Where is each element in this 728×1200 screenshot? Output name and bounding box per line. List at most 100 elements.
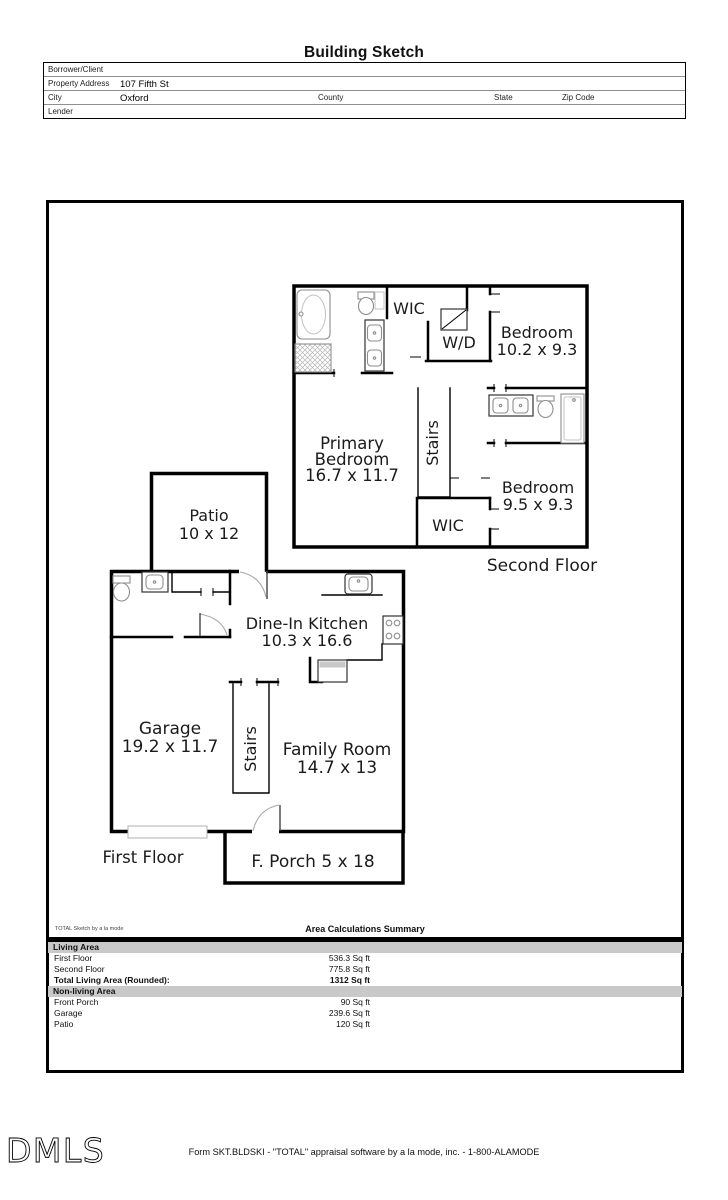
nonliving-area-header: Non-living Area: [48, 985, 682, 997]
burner-icon: [393, 619, 401, 627]
zip-code-label: Zip Code: [562, 93, 595, 102]
patio-door-arc: [239, 571, 267, 598]
row-label: Second Floor: [54, 963, 105, 974]
room-dims-garage: 19.2 x 11.7: [122, 737, 219, 757]
shower-stall-icon: [560, 393, 585, 444]
room-label-primary-2: Bedroom: [315, 450, 390, 469]
form-row-property-address: Property Address 107 Fifth St: [44, 76, 685, 90]
door-ticks-1f: [200, 588, 279, 686]
summary-row: Garage 239.6 Sq ft: [48, 1008, 682, 1019]
second-floor-plan: WIC W/D Bedroom 10.2 x 9.3 Primary Bedro…: [292, 284, 597, 576]
row-label: Garage: [54, 1007, 83, 1018]
first-floor-plan: Patio 10 x 12 Dine-In Kitchen 10.3 x 16.…: [102, 471, 406, 885]
room-label-primary-1: Primary: [320, 434, 384, 453]
property-form-table: Borrower/Client Property Address 107 Fif…: [43, 62, 686, 119]
room-label-bedroom2: Bedroom: [502, 478, 574, 497]
burner-icon: [385, 619, 393, 627]
toilet-bowl-icon: [537, 399, 554, 419]
form-row-city-county-state-zip: City Oxford County State Zip Code: [44, 90, 685, 104]
room-label-stairs-1f: Stairs: [241, 726, 260, 772]
shower-icon: [294, 343, 332, 373]
room-label-wd: W/D: [442, 333, 476, 352]
room-label-garage: Garage: [139, 719, 201, 739]
area-calculations-summary: TOTAL Sketch by a la mode Area Calculati…: [48, 921, 682, 1030]
city-label: City: [48, 93, 62, 102]
total-sketch-watermark: TOTAL Sketch by a la mode: [55, 926, 124, 932]
dmls-logo-text: DMLS: [6, 1131, 105, 1170]
dmls-logo: DMLS: [6, 1131, 105, 1171]
sink-drain-icon: [372, 331, 377, 335]
total-label: Total Living Area (Rounded):: [54, 974, 170, 985]
burner-icon: [385, 632, 393, 640]
porch-door-opening: [252, 826, 279, 837]
summary-title: Area Calculations Summary: [305, 924, 425, 934]
room-label-family: Family Room: [283, 740, 392, 760]
porch-walls: [223, 830, 405, 885]
room-label-kitchen: Dine-In Kitchen: [246, 614, 369, 633]
garage-door-icon: [127, 825, 208, 839]
wic-bottom-walls: [415, 496, 492, 549]
form-row-borrower: Borrower/Client: [44, 63, 685, 76]
first-floor-caption: First Floor: [102, 848, 183, 867]
row-label: First Floor: [54, 952, 93, 963]
room-dims-primary: 16.7 x 11.7: [305, 466, 399, 485]
row-value: 775.8 Sq ft: [328, 963, 370, 974]
county-label: County: [318, 93, 344, 102]
porch-door-arc: [252, 804, 280, 832]
row-value: 120 Sq ft: [335, 1018, 370, 1029]
row-value: 536.3 Sq ft: [328, 952, 370, 963]
burner-icon: [393, 632, 401, 640]
living-area-header: Living Area: [48, 941, 682, 953]
cabinet-icon: [374, 291, 385, 310]
summary-row: First Floor 536.3 Sq ft: [48, 953, 682, 964]
room-dims-patio: 10 x 12: [179, 524, 239, 543]
row-value: 239.6 Sq ft: [328, 1007, 370, 1018]
second-floor-caption: Second Floor: [487, 556, 597, 576]
row-label: Front Porch: [54, 996, 99, 1007]
room-label-bedroom1: Bedroom: [501, 323, 573, 342]
shower-stall-inner: [563, 396, 582, 441]
room-label-wic-top: WIC: [393, 299, 425, 318]
sink-drain-icon: [498, 403, 503, 408]
total-value: 1312 Sq ft: [329, 974, 370, 985]
stairwell-walls-1f: [232, 683, 270, 794]
kitchen-counter-return: [346, 643, 383, 661]
summary-divider-bar: [48, 937, 682, 942]
row-value: 90 Sq ft: [340, 996, 370, 1007]
peninsula-shading: [319, 661, 346, 668]
room-dims-family: 14.7 x 13: [297, 758, 377, 778]
sketch-border-box: [46, 200, 684, 1073]
footer-form-line: Form SKT.BLDSKI - "TOTAL" appraisal soft…: [188, 1147, 540, 1157]
shower-head-icon: [572, 398, 576, 402]
sink-drain-icon: [152, 580, 157, 584]
toilet-tank-icon: [112, 575, 131, 584]
summary-header: TOTAL Sketch by a la mode Area Calculati…: [48, 921, 682, 936]
patio-door-opening: [239, 566, 266, 576]
washer-dryer-diagonal: [441, 309, 467, 330]
city-value: Oxford: [120, 93, 149, 104]
sink-drain-icon: [356, 579, 361, 583]
state-label: State: [494, 93, 513, 102]
tub-faucet-icon: [298, 311, 304, 317]
stove-icon: [382, 615, 404, 645]
borrower-label: Borrower/Client: [48, 65, 104, 74]
wd-room-walls: [424, 320, 493, 363]
room-label-wic-bottom: WIC: [432, 516, 464, 535]
door-ticks: [330, 293, 507, 530]
property-address-value: 107 Fifth St: [120, 79, 169, 90]
summary-row: Second Floor 775.8 Sq ft: [48, 964, 682, 975]
summary-total-row: Total Living Area (Rounded): 1312 Sq ft: [48, 975, 682, 986]
row-label: Patio: [54, 1018, 74, 1029]
page-title: Building Sketch: [303, 44, 425, 61]
sink-drain-icon: [518, 403, 523, 408]
property-address-label: Property Address: [48, 79, 110, 88]
room-label-porch: F. Porch 5 x 18: [251, 852, 374, 872]
room-dims-kitchen: 10.3 x 16.6: [262, 631, 353, 650]
hall-door-arc: [199, 613, 228, 636]
patio-walls: [149, 471, 269, 572]
room-dims-bedroom1: 10.2 x 9.3: [497, 340, 578, 359]
hall-family-wall: [228, 656, 324, 684]
lender-label: Lender: [48, 107, 73, 116]
